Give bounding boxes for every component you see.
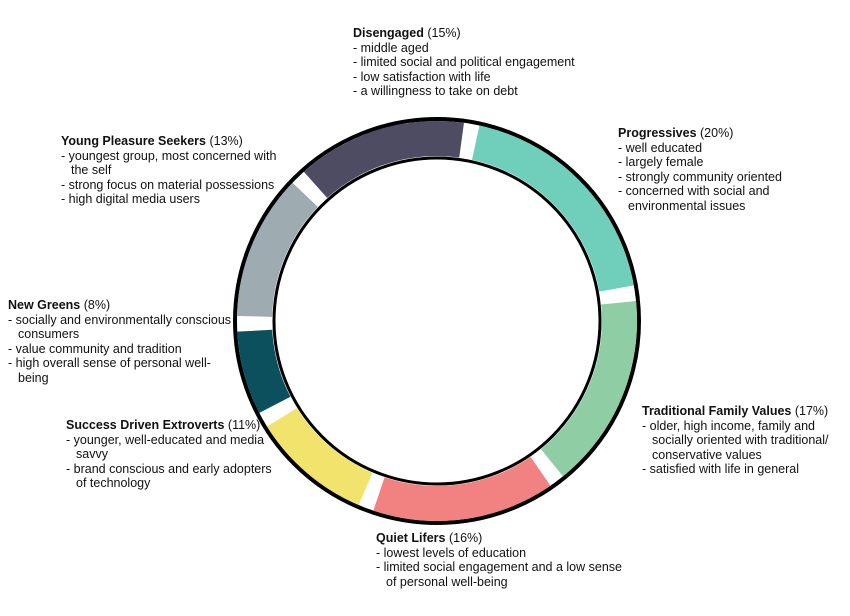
segment-value: (11%) <box>227 418 261 432</box>
desc-line: - strong focus on material possessions <box>61 177 275 192</box>
label-title: Traditional Family Values (17%) <box>642 404 838 419</box>
segment-name: New Greens <box>8 298 81 312</box>
desc-line: - middle aged <box>353 40 429 55</box>
label-title: Disengaged (15%) <box>353 26 593 41</box>
label-success-driven-extroverts: Success Driven Extroverts (11%) - younge… <box>66 418 276 491</box>
label-young-pleasure-seekers: Young Pleasure Seekers (13%) - youngest … <box>61 134 283 207</box>
donut-segment-progressives <box>472 125 634 292</box>
segment-value: (13%) <box>209 134 243 148</box>
inner-ring <box>272 156 602 486</box>
outer-ring <box>233 117 641 525</box>
desc-line: - concerned with social and environmenta… <box>618 184 770 213</box>
donut-segment-success-driven-extroverts <box>267 408 373 506</box>
donut-segment-disengaged <box>303 121 464 198</box>
segment-name: Disengaged <box>353 26 424 40</box>
desc-line: - lowest levels of education <box>376 545 527 560</box>
desc-line: - high digital media users <box>61 192 200 207</box>
desc-line: - strongly community oriented <box>618 169 782 184</box>
label-traditional-family-values: Traditional Family Values (17%) - older,… <box>642 404 838 477</box>
donut-segment-quiet-lifers <box>373 456 551 522</box>
donut-segment-traditional-family-values <box>540 300 637 477</box>
segment-value: (17%) <box>794 404 829 418</box>
desc-line: - a willingness to take on debt <box>353 84 518 99</box>
label-title: Young Pleasure Seekers (13%) <box>61 134 283 149</box>
segment-name: Young Pleasure Seekers <box>61 134 206 148</box>
segment-name: Success Driven Extroverts <box>66 418 225 432</box>
desc-line: - limited social engagement and a low se… <box>376 560 622 589</box>
desc-line: - brand conscious and early adopters of … <box>66 461 272 491</box>
segment-group <box>237 121 637 522</box>
label-title: Quiet Lifers (16%) <box>376 531 626 546</box>
label-disengaged: Disengaged (15%) - middle aged - limited… <box>353 26 593 99</box>
desc-line: - largely female <box>618 155 704 170</box>
desc-line: - socially and environmentally conscious… <box>8 312 232 342</box>
desc-line: - satisfied with life in general <box>642 462 800 477</box>
donut-segment-young-pleasure-seekers <box>237 182 318 317</box>
desc-line: - youngest group, most concerned with th… <box>61 148 277 178</box>
desc-line: - value community and tradition <box>8 341 182 356</box>
desc-line: - well educated <box>618 140 703 155</box>
label-title: New Greens (8%) <box>8 298 240 313</box>
desc-line: - younger, well-educated and media savvy <box>66 432 265 462</box>
donut-segment-new-greens <box>237 329 291 413</box>
segment-value: (16%) <box>448 531 483 545</box>
desc-line: - high overall sense of personal well-be… <box>8 356 211 385</box>
label-quiet-lifers: Quiet Lifers (16%) - lowest levels of ed… <box>376 531 626 589</box>
segment-value: (15%) <box>427 26 461 40</box>
desc-line: - limited social and political engagemen… <box>353 55 575 70</box>
label-progressives: Progressives (20%) - well educated - lar… <box>618 126 846 214</box>
label-title: Success Driven Extroverts (11%) <box>66 418 276 433</box>
label-new-greens: New Greens (8%) - socially and environme… <box>8 298 240 386</box>
segment-name: Traditional Family Values <box>642 404 792 418</box>
desc-line: - older, high income, family and sociall… <box>642 418 829 462</box>
segment-name: Progressives <box>618 126 697 140</box>
segment-value: (20%) <box>700 126 734 140</box>
segment-value: (8%) <box>83 298 111 312</box>
desc-line: - low satisfaction with life <box>353 69 491 84</box>
label-title: Progressives (20%) <box>618 126 846 141</box>
segment-name: Quiet Lifers <box>376 531 446 545</box>
